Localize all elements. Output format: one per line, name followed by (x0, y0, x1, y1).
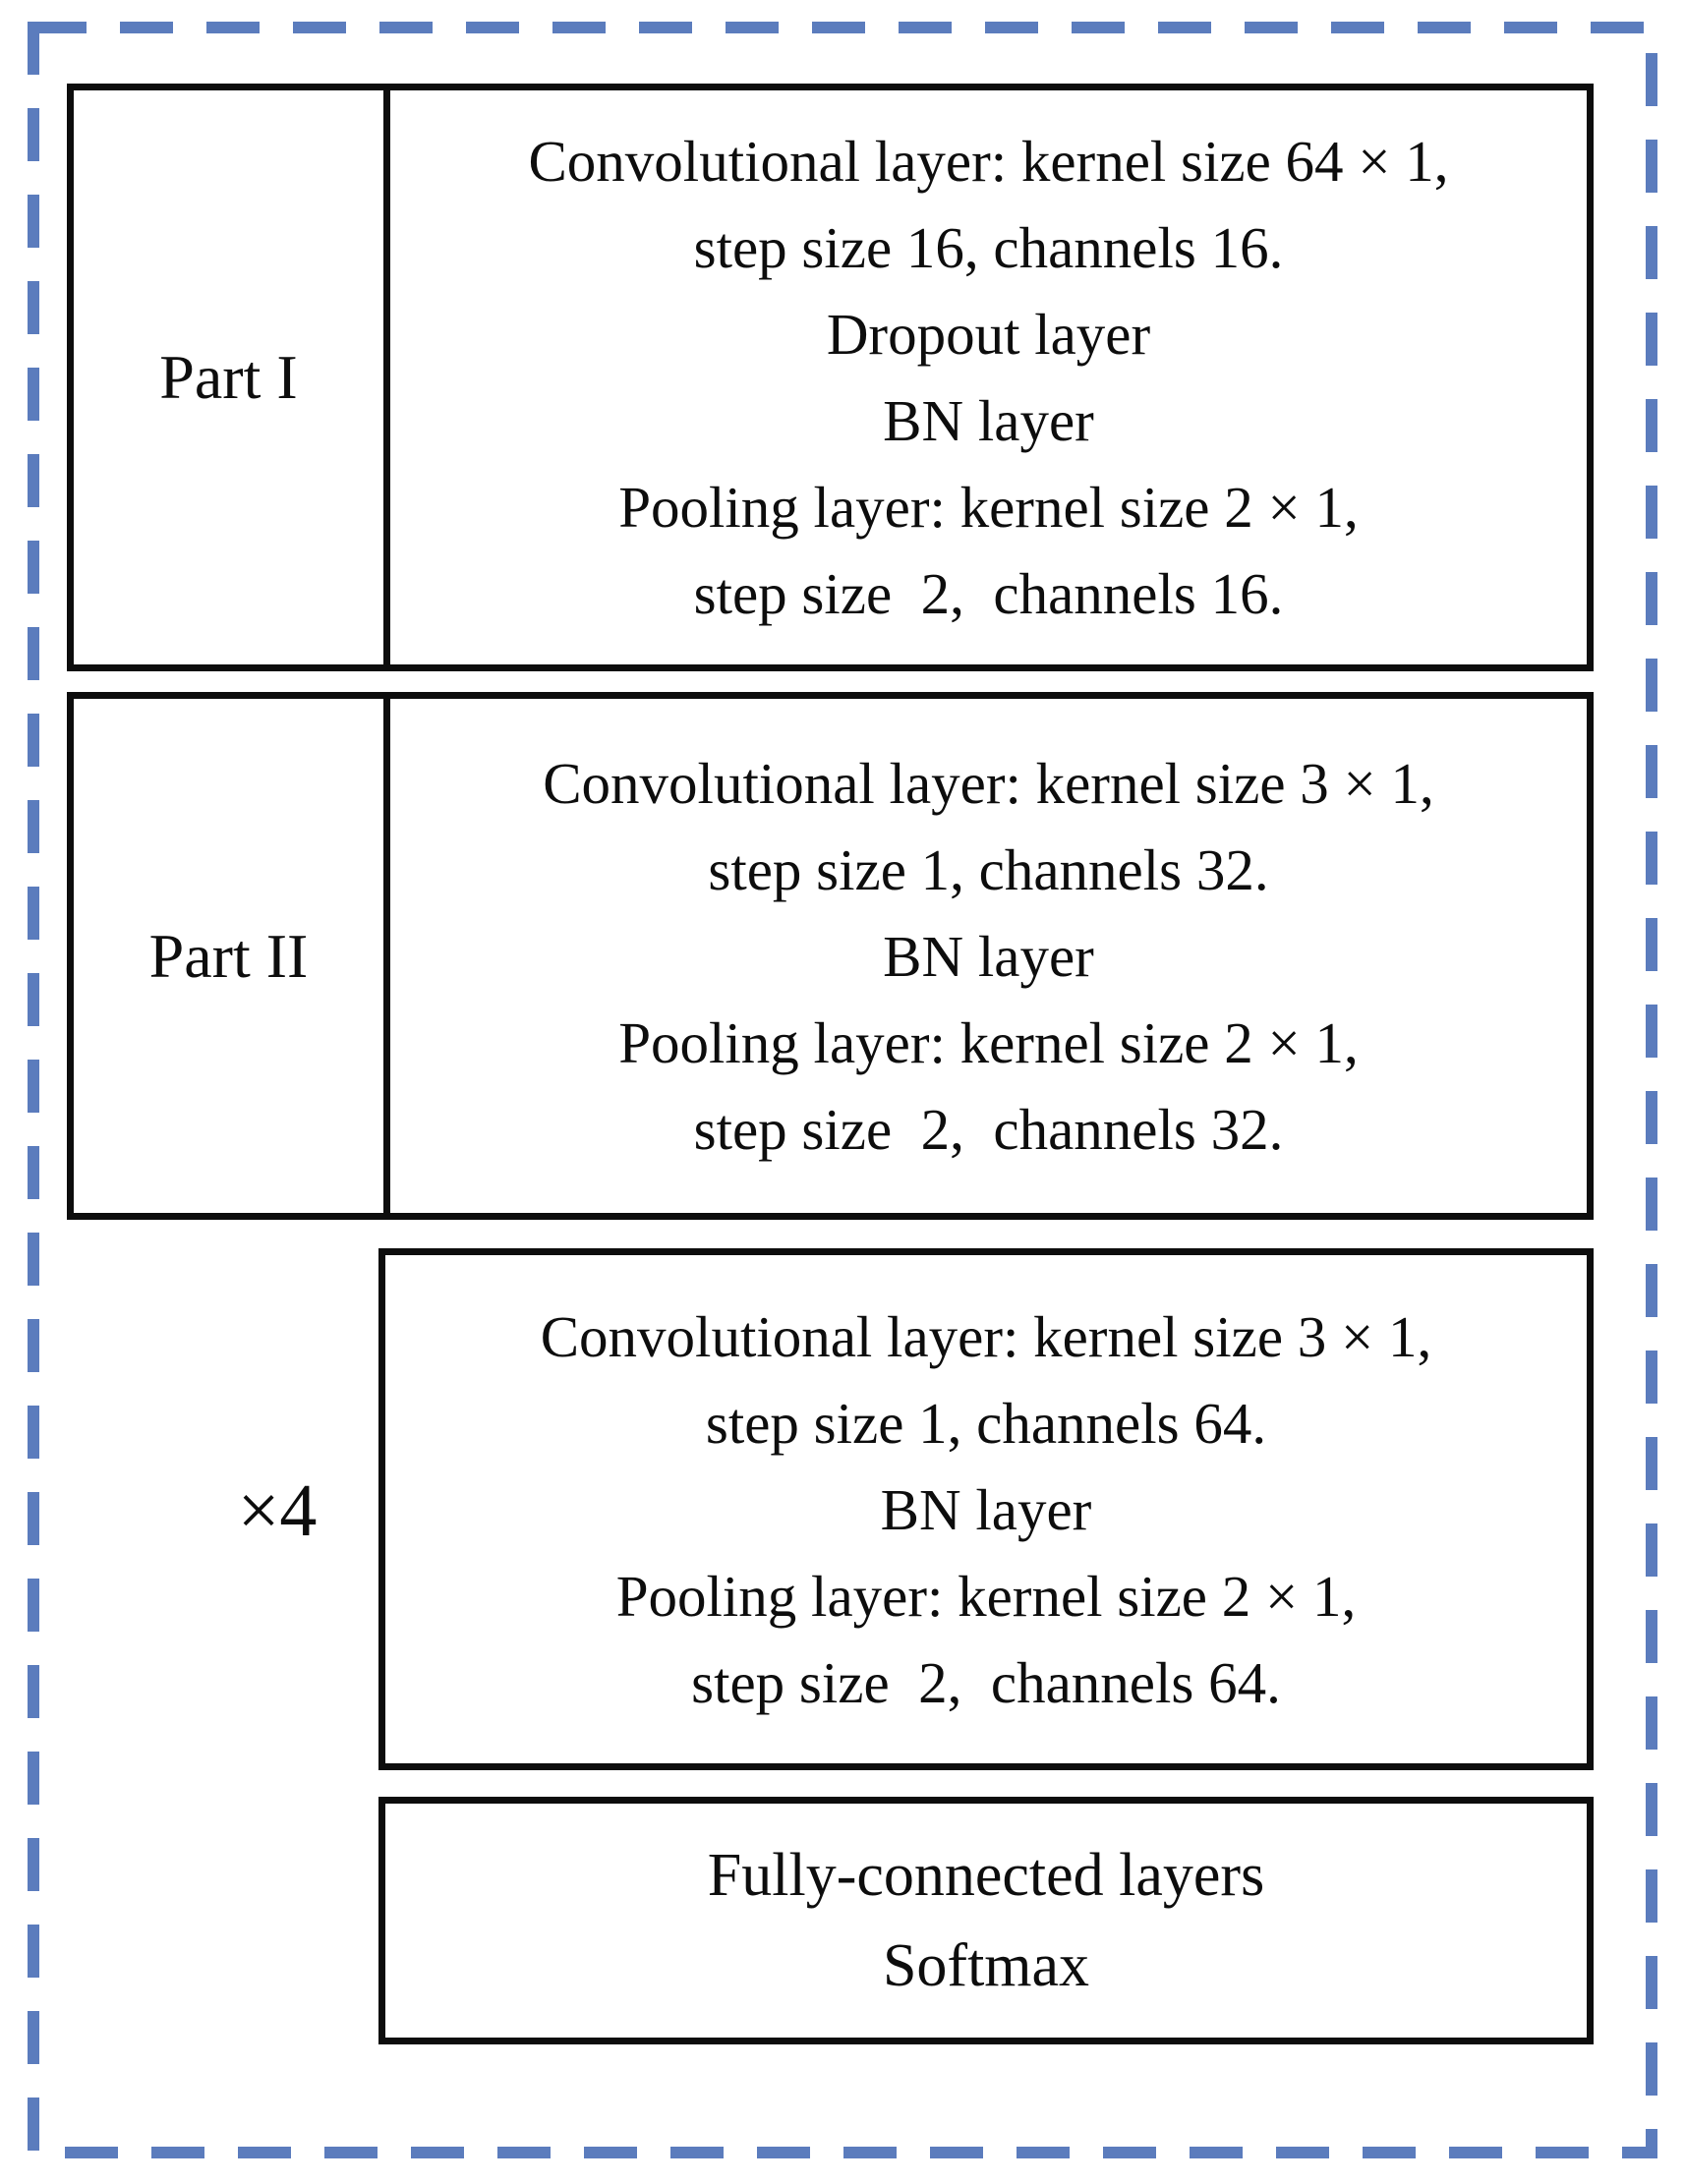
part1-label-cell: Part I (74, 90, 390, 664)
part2-layers-text: Convolutional layer: kernel size 3 × 1, … (543, 750, 1434, 1162)
repeated-block-layers-text: Convolutional layer: kernel size 3 × 1, … (540, 1303, 1432, 1715)
part1-layers-text: Convolutional layer: kernel size 64 × 1,… (528, 129, 1449, 626)
repeat-multiplier-label: ×4 (237, 1469, 318, 1552)
part1-label: Part I (159, 342, 298, 412)
part1-row: Part I Convolutional layer: kernel size … (67, 84, 1594, 671)
output-block-text: Fully-connected layers Softmax (707, 1842, 1265, 1999)
part2-content-cell: Convolutional layer: kernel size 3 × 1, … (390, 699, 1587, 1213)
repeated-block-content-cell: Convolutional layer: kernel size 3 × 1, … (385, 1255, 1587, 1763)
output-block-box: Fully-connected layers Softmax (378, 1797, 1594, 2044)
output-block-content-cell: Fully-connected layers Softmax (385, 1804, 1587, 2038)
repeated-block-box: Convolutional layer: kernel size 3 × 1, … (378, 1248, 1594, 1770)
part2-row: Part II Convolutional layer: kernel size… (67, 692, 1594, 1220)
part2-label-cell: Part II (74, 699, 390, 1213)
part2-label: Part II (148, 920, 309, 991)
part1-content-cell: Convolutional layer: kernel size 64 × 1,… (390, 90, 1587, 664)
